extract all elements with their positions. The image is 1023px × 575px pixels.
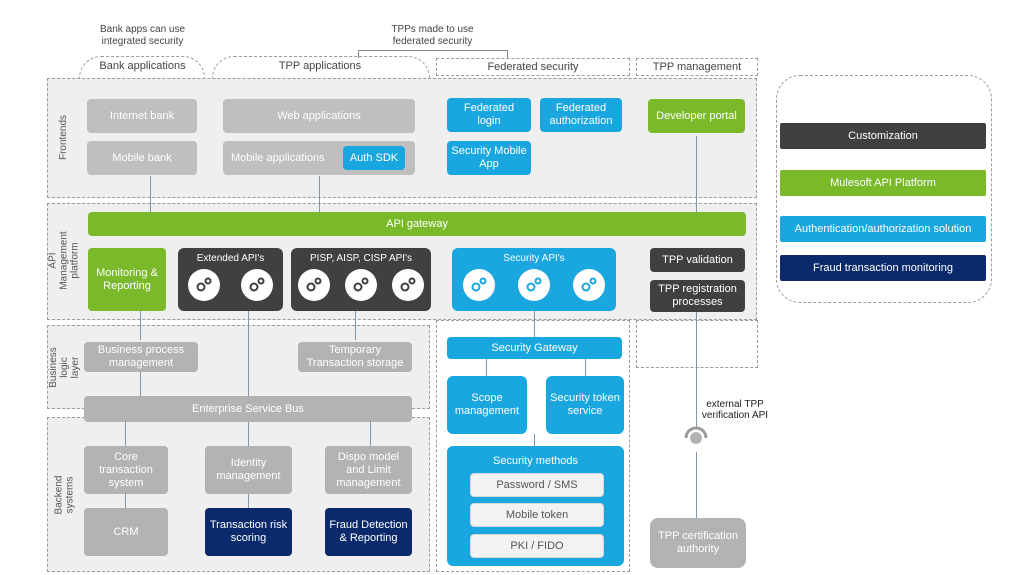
legend-fraud-monitoring: Fraud transaction monitoring bbox=[780, 255, 986, 281]
connector bbox=[319, 176, 320, 212]
legend-panel bbox=[776, 75, 992, 303]
scope-management-box[interactable]: Scope management bbox=[447, 376, 527, 434]
tpp-validation-box[interactable]: TPP validation bbox=[650, 248, 745, 272]
web-applications-box[interactable]: Web applications bbox=[223, 99, 415, 133]
gear-icon bbox=[391, 269, 424, 301]
extended-apis-label: Extended API's bbox=[196, 253, 265, 264]
core-transaction-box[interactable]: Core transaction system bbox=[84, 446, 168, 494]
api-socket-icon bbox=[683, 423, 709, 449]
security-mobile-app-box[interactable]: Security Mobile App bbox=[447, 141, 531, 175]
backend-layer-label: Backend systems bbox=[53, 475, 76, 515]
connector bbox=[696, 452, 697, 518]
gear-icon bbox=[344, 269, 377, 301]
tpp-applications-header: TPP applications bbox=[278, 60, 362, 72]
tpp-certification-box[interactable]: TPP certification authority bbox=[650, 518, 746, 568]
mobile-applications-label: Mobile applications bbox=[231, 151, 325, 164]
internet-bank-box[interactable]: Internet bank bbox=[87, 99, 197, 133]
transaction-risk-box[interactable]: Transaction risk scoring bbox=[205, 508, 292, 556]
mobile-bank-box[interactable]: Mobile bank bbox=[87, 141, 197, 175]
connector bbox=[150, 176, 151, 212]
gear-icon bbox=[188, 269, 221, 301]
business-process-box[interactable]: Business process management bbox=[84, 342, 198, 372]
tpp-registration-box[interactable]: TPP registration processes bbox=[650, 280, 745, 312]
tpp-management-header: TPP management bbox=[636, 58, 758, 76]
note-tpps: TPPs made to use federated security bbox=[391, 24, 474, 47]
tpp-management-column bbox=[636, 320, 758, 368]
connector bbox=[125, 494, 126, 508]
extended-apis-box[interactable]: Extended API's bbox=[178, 248, 283, 311]
federated-login-box[interactable]: Federated login bbox=[447, 98, 531, 132]
bracket-tpps bbox=[358, 50, 508, 58]
monitoring-reporting-box[interactable]: Monitoring & Reporting bbox=[88, 248, 166, 311]
legend-auth-solution: Authentication/authorization solution bbox=[780, 216, 986, 242]
connector bbox=[696, 310, 697, 428]
temporary-storage-box[interactable]: Temporary Transaction storage bbox=[298, 342, 412, 372]
federated-security-header: Federated security bbox=[436, 58, 630, 76]
connector bbox=[248, 422, 249, 446]
api-management-layer-label: API Management platform bbox=[47, 230, 81, 290]
connector bbox=[355, 310, 356, 340]
mobile-token-option[interactable]: Mobile token bbox=[470, 503, 604, 527]
auth-sdk-box[interactable]: Auth SDK bbox=[343, 146, 405, 170]
federated-authorization-box[interactable]: Federated authorization bbox=[540, 98, 622, 132]
gear-icon bbox=[572, 269, 605, 301]
security-apis-label: Security API's bbox=[503, 253, 565, 264]
connector bbox=[248, 494, 249, 508]
security-methods-label: Security methods bbox=[493, 455, 578, 467]
gear-icon bbox=[517, 269, 550, 301]
external-api-note: external TPP verification API bbox=[701, 399, 769, 421]
fraud-detection-box[interactable]: Fraud Detection & Reporting bbox=[325, 508, 412, 556]
developer-portal-box[interactable]: Developer portal bbox=[648, 99, 745, 133]
note-bank-apps: Bank apps can use integrated security bbox=[99, 24, 186, 47]
business-logic-layer-label: Business logic layer bbox=[47, 347, 81, 388]
security-gateway-box[interactable]: Security Gateway bbox=[447, 337, 622, 359]
gear-icon bbox=[240, 269, 273, 301]
security-apis-box[interactable]: Security API's bbox=[452, 248, 616, 311]
connector bbox=[696, 136, 697, 212]
crm-box[interactable]: CRM bbox=[84, 508, 168, 556]
frontends-layer-label: Frontends bbox=[58, 114, 70, 161]
security-token-service-box[interactable]: Security token service bbox=[546, 376, 624, 434]
pisp-apis-box[interactable]: PISP, AISP, CISP API's bbox=[291, 248, 431, 311]
password-sms-option[interactable]: Password / SMS bbox=[470, 473, 604, 497]
connector bbox=[370, 422, 371, 446]
enterprise-service-bus[interactable]: Enterprise Service Bus bbox=[84, 396, 412, 422]
api-gateway-bar[interactable]: API gateway bbox=[88, 212, 746, 236]
identity-management-box[interactable]: Identity management bbox=[205, 446, 292, 494]
connector bbox=[585, 358, 586, 378]
connector bbox=[140, 310, 141, 340]
connector bbox=[140, 370, 141, 396]
gear-icon bbox=[298, 269, 331, 301]
pki-fido-option[interactable]: PKI / FIDO bbox=[470, 534, 604, 558]
connector bbox=[486, 358, 487, 378]
pisp-apis-label: PISP, AISP, CISP API's bbox=[310, 253, 412, 264]
connector bbox=[248, 310, 249, 396]
frontends-layer bbox=[47, 78, 757, 198]
gear-icon bbox=[463, 269, 496, 301]
legend-customization: Customization bbox=[780, 123, 986, 149]
dispo-model-box[interactable]: Dispo model and Limit management bbox=[325, 446, 412, 494]
legend-mulesoft: Mulesoft API Platform bbox=[780, 170, 986, 196]
connector bbox=[534, 434, 535, 446]
connector bbox=[125, 422, 126, 446]
bank-applications-header: Bank applications bbox=[99, 60, 186, 72]
connector bbox=[534, 310, 535, 338]
federated-security-column bbox=[436, 320, 630, 572]
